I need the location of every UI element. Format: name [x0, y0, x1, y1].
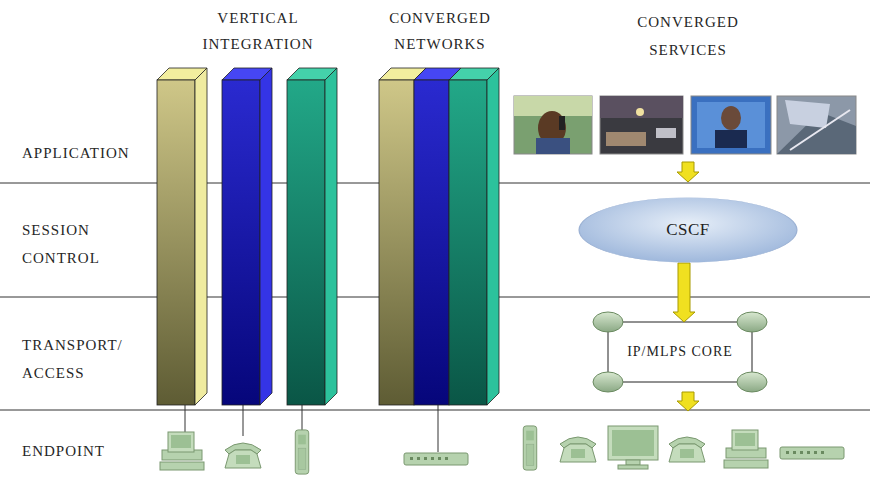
- endpoint-icon: [295, 430, 308, 474]
- function-name: CSCF: [666, 220, 710, 240]
- service-photo: [606, 132, 646, 146]
- endpoint-icon: [780, 447, 844, 459]
- router-ring: [593, 312, 767, 392]
- endpoint-icon: [160, 432, 204, 470]
- layer-name: ENDPOINT: [22, 441, 152, 461]
- router-ring: [608, 322, 752, 323]
- router-ring: [737, 372, 767, 392]
- endpoint-icon: [523, 426, 536, 470]
- endpoint-icon: [404, 453, 468, 465]
- flow-arrow: [677, 392, 699, 411]
- endpoint-icon: [225, 443, 261, 468]
- endpoint-icon: [160, 426, 844, 474]
- endpoint-icon: [669, 437, 705, 462]
- vertical-column: [157, 68, 337, 405]
- column-heading: CONVERGED NETWORKS: [370, 5, 510, 57]
- endpoint-icon: [560, 437, 596, 462]
- layer-name: SESSION CONTROL: [22, 216, 142, 272]
- service-photo: [514, 96, 856, 154]
- layer-name: APPLICATION: [22, 143, 154, 163]
- flow-arrow: [673, 263, 695, 322]
- router-ring: [737, 312, 767, 332]
- endpoint-wire: [302, 405, 303, 430]
- service-photo: [790, 110, 850, 150]
- ip-core-region: IP/MLPS CORE: [608, 322, 752, 382]
- service-photo: [514, 96, 592, 154]
- endpoint-icon: [724, 430, 768, 468]
- service-photo: [559, 116, 565, 130]
- core-name: IP/MLPS CORE: [627, 344, 733, 360]
- service-photo: [656, 128, 676, 138]
- vertical-column: [157, 80, 195, 405]
- service-photo: [777, 96, 856, 154]
- service-photo: [697, 102, 765, 148]
- endpoint-wire: [243, 405, 244, 436]
- column-heading: CONVERGED SERVICES: [618, 8, 758, 64]
- router-ring: [593, 372, 623, 392]
- ellipse-shape: [579, 198, 797, 263]
- layer-name: TRANSPORT/ ACCESS: [22, 331, 152, 387]
- vertical-column: [222, 80, 260, 405]
- service-photo: [600, 96, 683, 154]
- router-ring: [608, 382, 752, 383]
- service-photo: [715, 130, 747, 148]
- service-photo: [785, 100, 830, 128]
- endpoint-wire: [185, 405, 186, 432]
- vertical-column: [325, 68, 337, 405]
- converged-column: [379, 80, 414, 405]
- router-ring: [608, 322, 752, 382]
- vertical-column: [287, 80, 325, 405]
- service-photo: [721, 106, 741, 130]
- service-photo: [536, 138, 570, 154]
- router-ring: [593, 312, 767, 392]
- converged-column: [449, 80, 487, 405]
- session-control-ellipse: CSCF: [578, 197, 798, 263]
- row-divider: [0, 410, 870, 411]
- endpoint-icon: [608, 426, 658, 469]
- flow-arrow: [677, 162, 699, 182]
- service-photo: [600, 96, 683, 118]
- column-heading: VERTICAL INTEGRATION: [188, 5, 328, 57]
- router-ring: [593, 312, 623, 332]
- vertical-column: [260, 68, 272, 405]
- converged-column: [487, 68, 499, 405]
- vertical-column: [195, 68, 207, 405]
- converged-column: [414, 80, 449, 405]
- converged-column: [379, 68, 499, 405]
- endpoint-wire: [185, 405, 438, 452]
- endpoint-wire: [438, 405, 439, 452]
- service-photo: [691, 96, 771, 154]
- service-photo: [636, 108, 644, 116]
